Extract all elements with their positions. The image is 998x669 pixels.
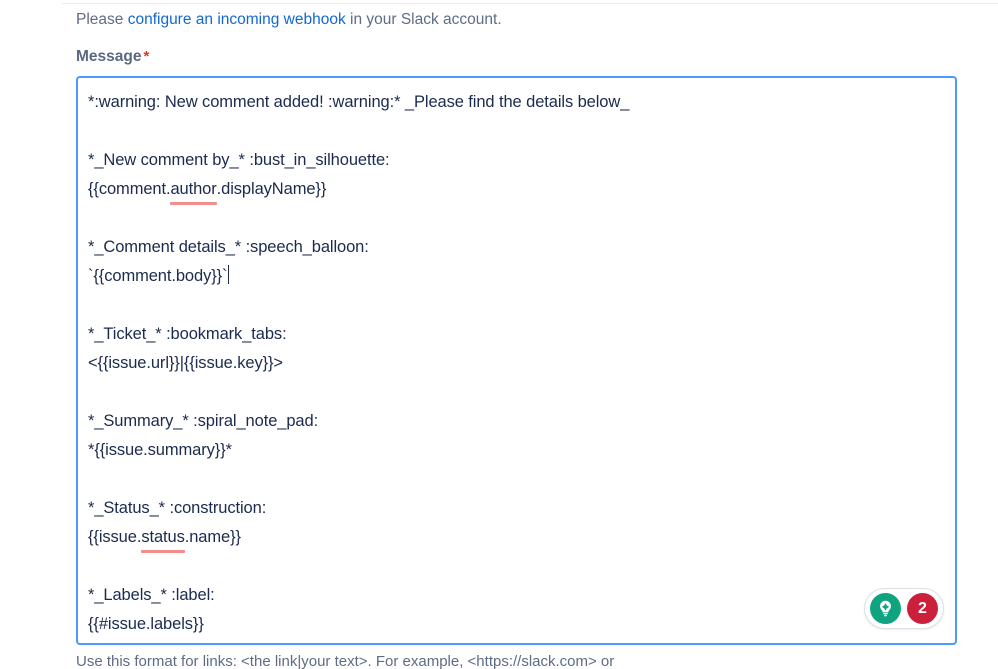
message-line	[88, 117, 947, 146]
message-line: {{comment.author.displayName}}	[88, 175, 947, 205]
message-line	[88, 291, 947, 320]
link-format-helper-text: Use this format for links: <the link|you…	[76, 653, 615, 669]
lightbulb-icon	[870, 593, 901, 624]
message-line	[88, 465, 947, 494]
instruction-suffix: in your Slack account.	[345, 11, 502, 28]
message-line: *_Comment details_* :speech_balloon:	[88, 238, 369, 256]
message-line: *_Labels_* :label:	[88, 586, 215, 604]
message-textarea-content[interactable]: *:warning: New comment added! :warning:*…	[88, 88, 947, 639]
message-line: *_Status_* :construction:	[88, 499, 267, 517]
message-line: <{{issue.url}}|{{issue.key}}>	[88, 354, 283, 372]
message-line	[88, 552, 947, 581]
message-line: {{issue.status.name}}	[88, 523, 947, 553]
message-line	[88, 378, 947, 407]
text-caret	[228, 265, 230, 284]
message-textarea[interactable]: *:warning: New comment added! :warning:*…	[76, 76, 957, 645]
message-line: *:warning: New comment added! :warning:*…	[88, 93, 630, 111]
instruction-prefix: Please	[76, 11, 128, 28]
message-field-label: Message*	[76, 48, 149, 66]
assistant-issue-count-badge[interactable]: 2	[907, 593, 938, 624]
message-line: `{{comment.body}}`	[88, 265, 230, 285]
webhook-instruction-text: Please configure an incoming webhook in …	[76, 9, 502, 30]
message-line: *{{issue.summary}}*	[88, 441, 232, 459]
message-line	[88, 204, 947, 233]
configure-webhook-link[interactable]: configure an incoming webhook	[127, 11, 346, 28]
spellcheck-highlight[interactable]: author	[170, 175, 217, 205]
writing-assistant-widget[interactable]: 2	[864, 588, 944, 629]
section-divider	[62, 3, 998, 4]
page-left-gutter	[0, 0, 62, 669]
message-label-text: Message	[76, 48, 142, 65]
message-line: *_Ticket_* :bookmark_tabs:	[88, 325, 287, 343]
message-line: {{#issue.labels}}	[88, 615, 204, 633]
message-line: *_Summary_* :spiral_note_pad:	[88, 412, 319, 430]
required-asterisk: *	[143, 48, 150, 65]
message-line: *_New comment by_* :bust_in_silhouette:	[88, 151, 390, 169]
spellcheck-highlight[interactable]: status	[141, 523, 186, 553]
